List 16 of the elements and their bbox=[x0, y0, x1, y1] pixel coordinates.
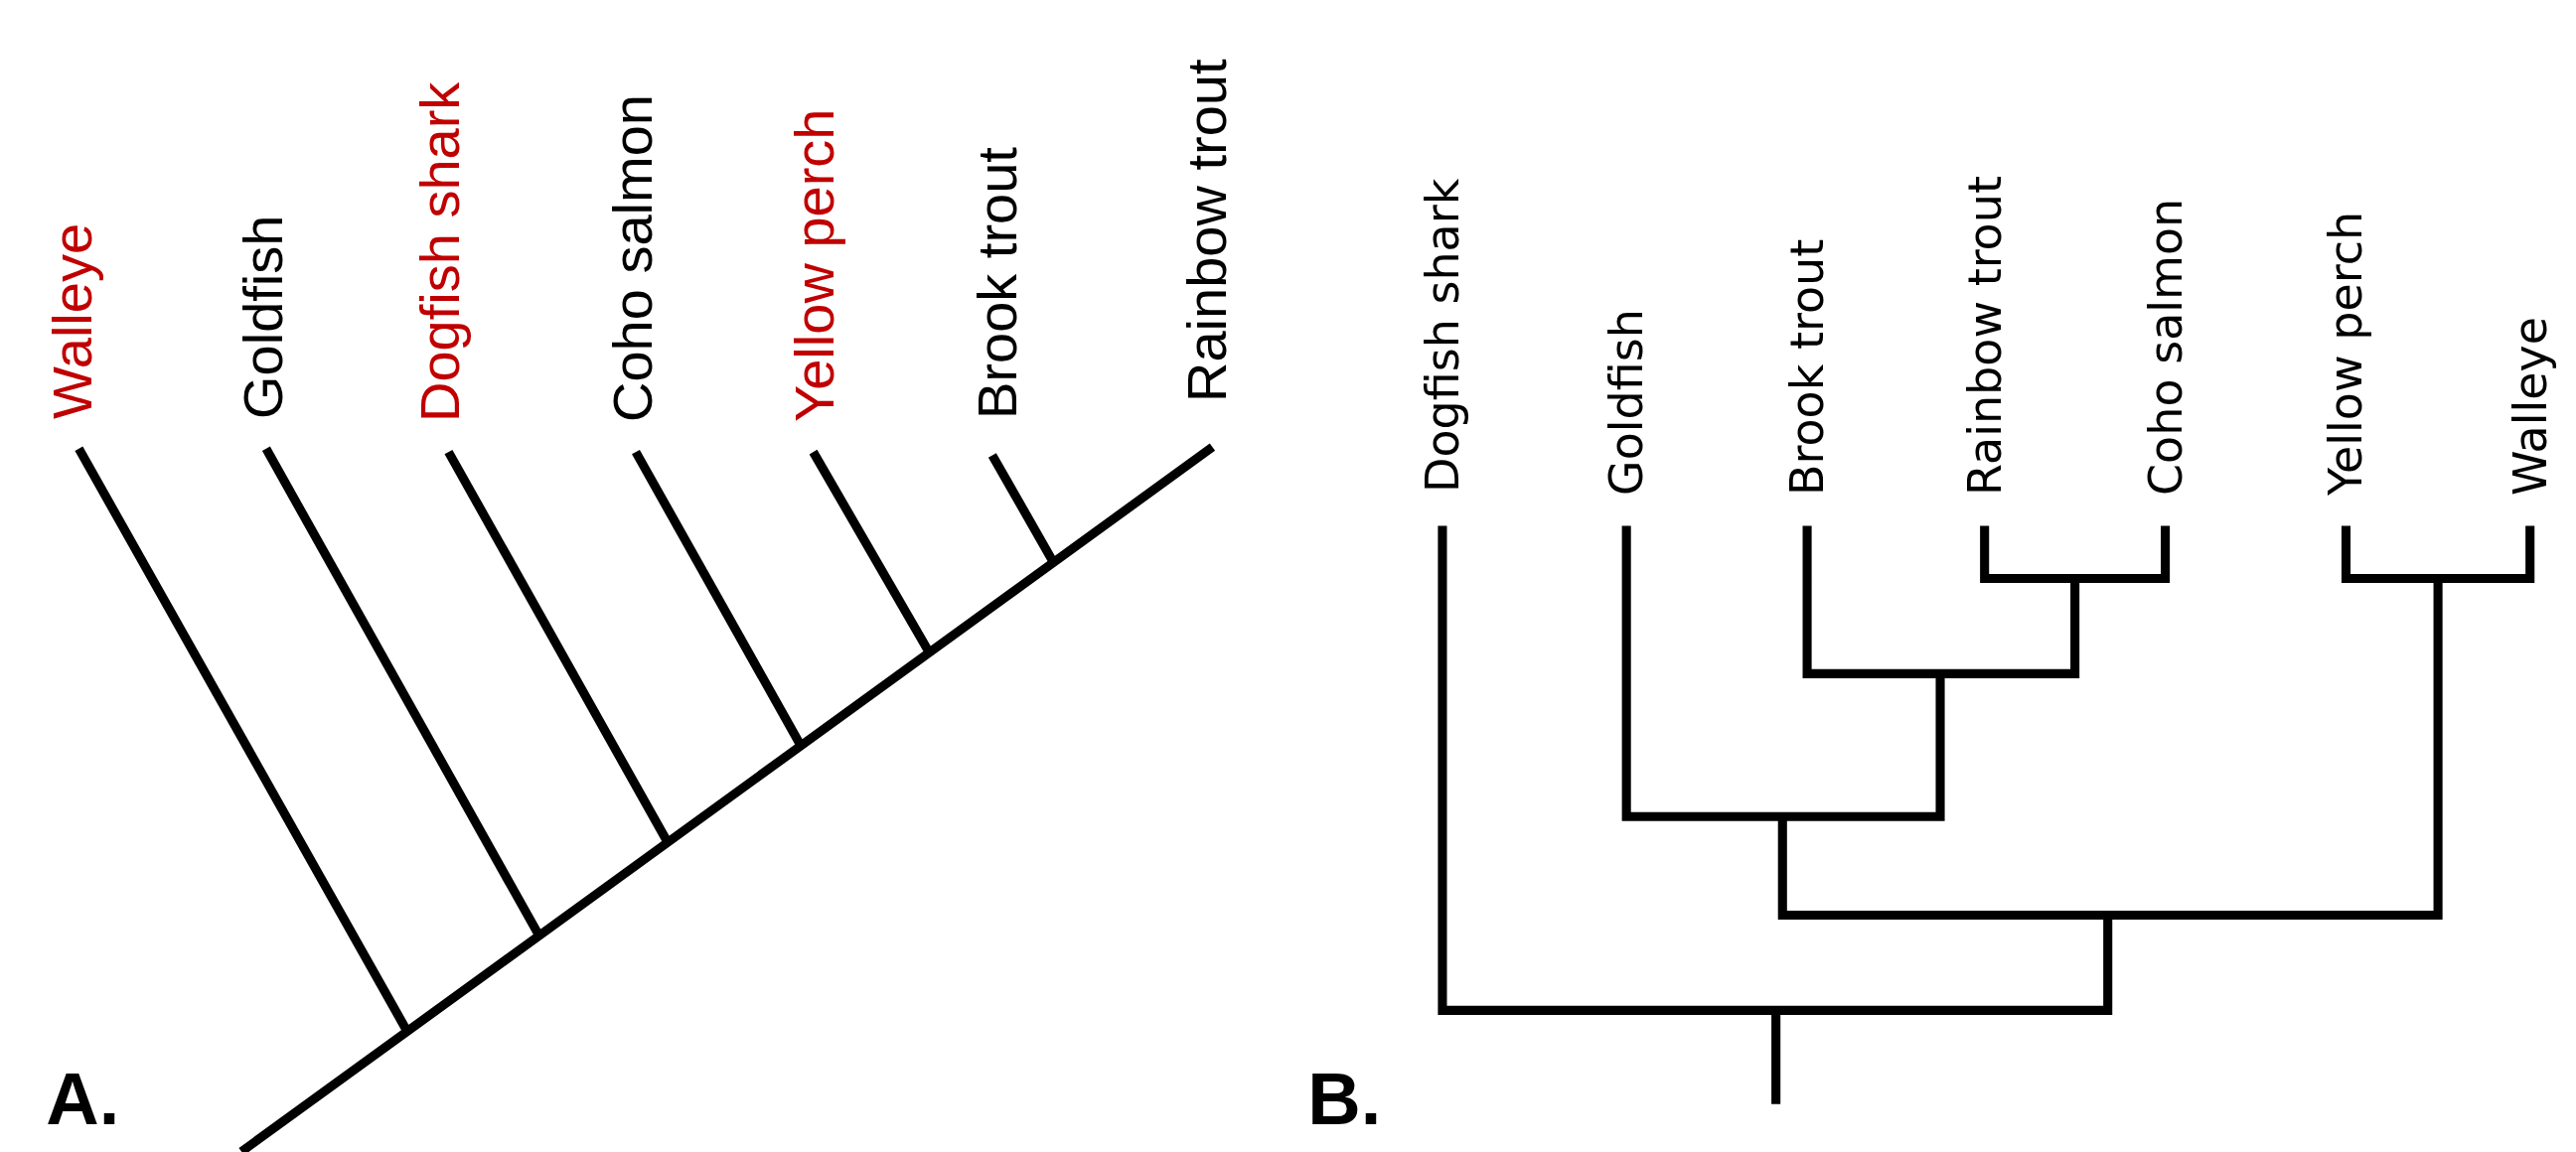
species-label: Goldfish bbox=[233, 215, 292, 419]
species-label: Brook trout bbox=[1782, 239, 1832, 497]
species-label: Brook trout bbox=[968, 146, 1027, 419]
species-label: Rainbow trout bbox=[1960, 176, 2009, 497]
species-label: Dogfish shark bbox=[410, 81, 470, 422]
panel-letter: A. bbox=[46, 1062, 120, 1136]
species-label: Coho salmon bbox=[603, 94, 663, 422]
species-label: Goldfish bbox=[1602, 309, 1651, 497]
species-label: Walleye bbox=[43, 222, 102, 419]
species-label: Yellow perch bbox=[2322, 212, 2370, 497]
species-label: Dogfish shark bbox=[1418, 178, 1467, 494]
panel-letter: B. bbox=[1307, 1062, 1382, 1136]
species-label: Rainbow trout bbox=[1178, 59, 1237, 403]
species-label: Walleye bbox=[2505, 317, 2554, 497]
species-label: Yellow perch bbox=[785, 108, 844, 422]
species-label: Coho salmon bbox=[2141, 199, 2190, 497]
